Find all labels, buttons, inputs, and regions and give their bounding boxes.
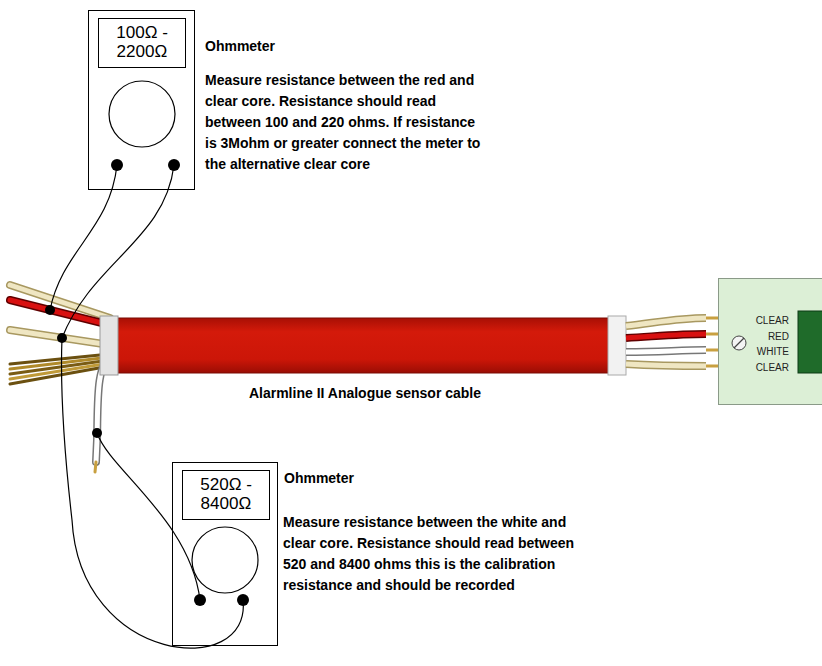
instruction-note: Measure resistance between the red and c… — [205, 70, 483, 175]
terminal-block: CLEARREDWHITECLEAR — [718, 278, 822, 405]
sheath-end — [608, 316, 626, 375]
instrument-heading: Ohmmeter — [284, 468, 484, 489]
cable-sheath — [105, 318, 615, 373]
cable-label: Alarmline II Analogue sensor cable — [200, 383, 530, 404]
test-leads — [50, 165, 243, 648]
probe-dots — [45, 159, 249, 606]
terminal-parts — [719, 279, 822, 406]
instruction-note: Measure resistance between the white and… — [283, 512, 601, 596]
range-reading: 100Ω - 2200Ω — [99, 24, 185, 62]
screw-slot — [734, 338, 744, 348]
core-name: WHITE — [756, 344, 789, 360]
meter-display: 520Ω - 8400Ω — [182, 470, 270, 520]
screw — [732, 336, 746, 350]
range-reading: 520Ω - 8400Ω — [183, 476, 269, 514]
terminal-connector — [798, 311, 822, 373]
sheath-end — [100, 316, 118, 375]
right-cores — [626, 318, 719, 366]
meter-display: 100Ω - 2200Ω — [98, 18, 186, 68]
meter-dial — [109, 81, 175, 147]
instrument-heading: Ohmmeter — [205, 36, 405, 57]
core-name: CLEAR — [756, 313, 789, 329]
core-labels: CLEARREDWHITECLEAR — [756, 313, 789, 375]
meter-dial — [192, 527, 258, 593]
core-name: CLEAR — [756, 360, 789, 376]
left-cores — [10, 285, 112, 472]
ohmmeter-box: 520Ω - 8400Ω — [172, 462, 278, 646]
core-name: RED — [756, 329, 789, 345]
ohmmeter-box: 100Ω - 2200Ω — [88, 10, 195, 190]
